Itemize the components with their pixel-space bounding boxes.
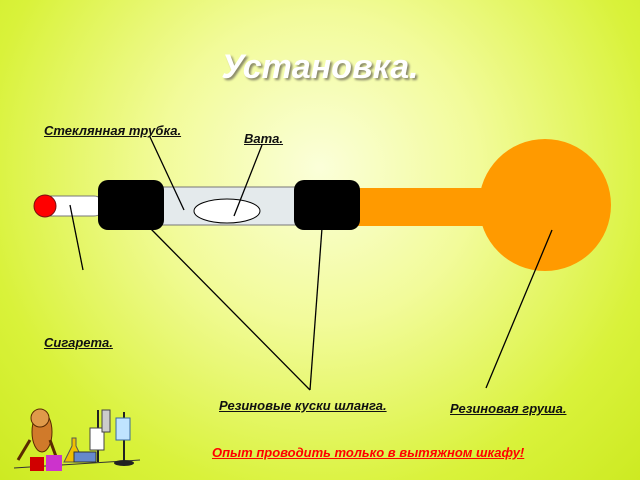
leader-line-cigarette — [69, 204, 84, 271]
leader-line-hose-left — [149, 227, 311, 391]
leader-line-bulb — [485, 229, 553, 389]
rubber-hose-right — [294, 180, 360, 230]
leader-line-cotton — [233, 144, 263, 217]
rubber-hose-left — [98, 180, 164, 230]
leader-line-glass-tube — [149, 136, 185, 211]
cigarette-tip — [33, 194, 57, 218]
label-cotton: Вата. — [244, 131, 284, 146]
label-hose-pieces: Резиновые куски шланга. — [219, 398, 387, 413]
cotton-wool — [193, 198, 261, 224]
rubber-bulb — [479, 139, 611, 271]
slide-title: Установка. — [221, 48, 419, 86]
label-cigarette: Сигарета. — [44, 335, 113, 350]
label-glass-tube: Стеклянная трубка. — [44, 123, 182, 138]
chemist-clipart — [13, 408, 141, 471]
bulb-neck — [355, 188, 495, 226]
warning-text: Опыт проводить только в вытяжном шкафу! — [212, 445, 525, 460]
label-rubber-bulb: Резиновая груша. — [450, 401, 567, 416]
leader-line-hose-right — [309, 227, 323, 391]
